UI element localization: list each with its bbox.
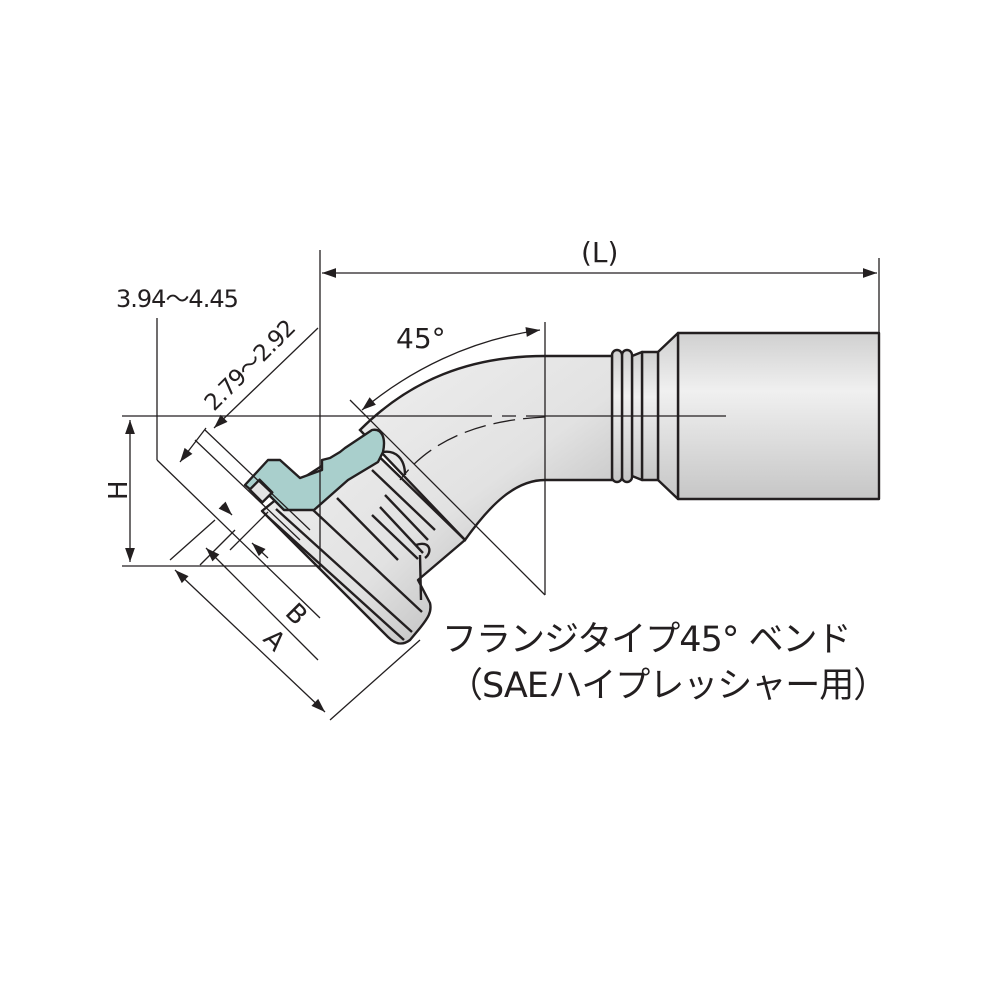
dimension-lines: [125, 268, 877, 721]
height-label: H: [104, 480, 134, 500]
centerlines: [122, 250, 905, 619]
flange-thickness-label: 3.94～4.45: [116, 285, 238, 313]
seal-ring: [243, 428, 407, 512]
groove-width-label: 2.79～2.92: [200, 316, 301, 417]
ferrule-body: [610, 331, 881, 501]
caption-title: フランジタイプ45° ベンド: [442, 620, 851, 660]
length-label: (L): [581, 236, 618, 269]
caption-subtitle: （SAEハイプレッシャー用）: [448, 666, 888, 706]
angle-label: 45°: [396, 322, 446, 355]
